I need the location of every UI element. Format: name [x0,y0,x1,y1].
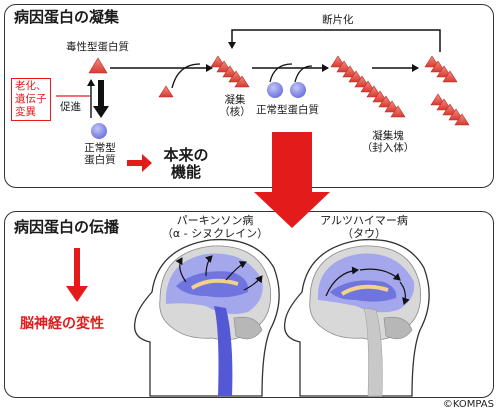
head-alzheimers [283,238,430,397]
head-parkinsons [133,238,280,397]
function-line-1: 本来の [163,146,209,164]
parkinsons-line-1: パーキンソン病 [176,214,254,227]
aggregation-title: 病因蛋白の凝集 [14,8,120,26]
normal-protein-circle [91,123,107,139]
joining-protein-2 [290,82,306,98]
aggregate-core-line-2: （核） [219,106,251,119]
parkinsons-label: パーキンソン病 （α - シヌクレイン） [158,214,272,240]
transition-arrow [254,132,330,228]
toxic-protein-triangle [88,57,108,74]
trigger-line-2: 遺伝子 [15,93,47,106]
aggregate-mass-line-1: 凝集塊 [372,130,404,142]
function-line-2: 機能 [170,162,201,181]
trigger-line-1: 老化、 [15,80,47,92]
alzheimers-label: アルツハイマー病 （タウ） [310,214,418,240]
copyright-credit: ©KOMPAS [442,399,494,410]
normal-protein-label: 正常型蛋白質 [256,104,319,116]
curve-arrow-1 [171,63,201,89]
joining-protein-1 [267,82,283,98]
monomer-triangle [158,85,174,98]
trigger-box: 老化、 遺伝子 変異 [11,78,51,122]
fragment-upper [424,55,458,83]
degeneration-label: 脳神経の変性 [20,316,104,332]
fragmentation-label: 断片化 [322,14,354,26]
aggregate-core-label: 凝集 （核） [212,94,258,118]
function-label: 本来の 機能 [158,147,214,180]
alzheimers-line-2: （タウ） [342,226,386,240]
normal-left-label: 正常型 蛋白質 [80,142,120,166]
aggregate-core-line-1: 凝集 [224,94,246,106]
parkinsons-line-2: （α - シヌクレイン） [161,226,269,240]
aggregate-core [210,55,250,88]
propagation-title: 病因蛋白の伝播 [14,218,120,236]
aggregate-mass [330,55,406,118]
alzheimers-line-1: アルツハイマー病 [320,214,408,227]
fragment-lower [430,93,470,126]
function-arrow [127,154,152,172]
aggregate-mass-line-2: （封入体） [361,142,415,155]
trigger-line-3: 変異 [15,106,36,119]
fragmentation-arrow [228,29,441,52]
promote-label: 促進 [60,101,81,113]
aggregate-mass-label: 凝集塊 （封入体） [358,130,418,154]
toxic-protein-label: 毒性型蛋白質 [66,41,129,53]
normal-left-line-1: 正常型 [84,142,116,154]
normal-left-line-2: 蛋白質 [84,154,116,167]
degeneration-arrow [66,286,88,302]
